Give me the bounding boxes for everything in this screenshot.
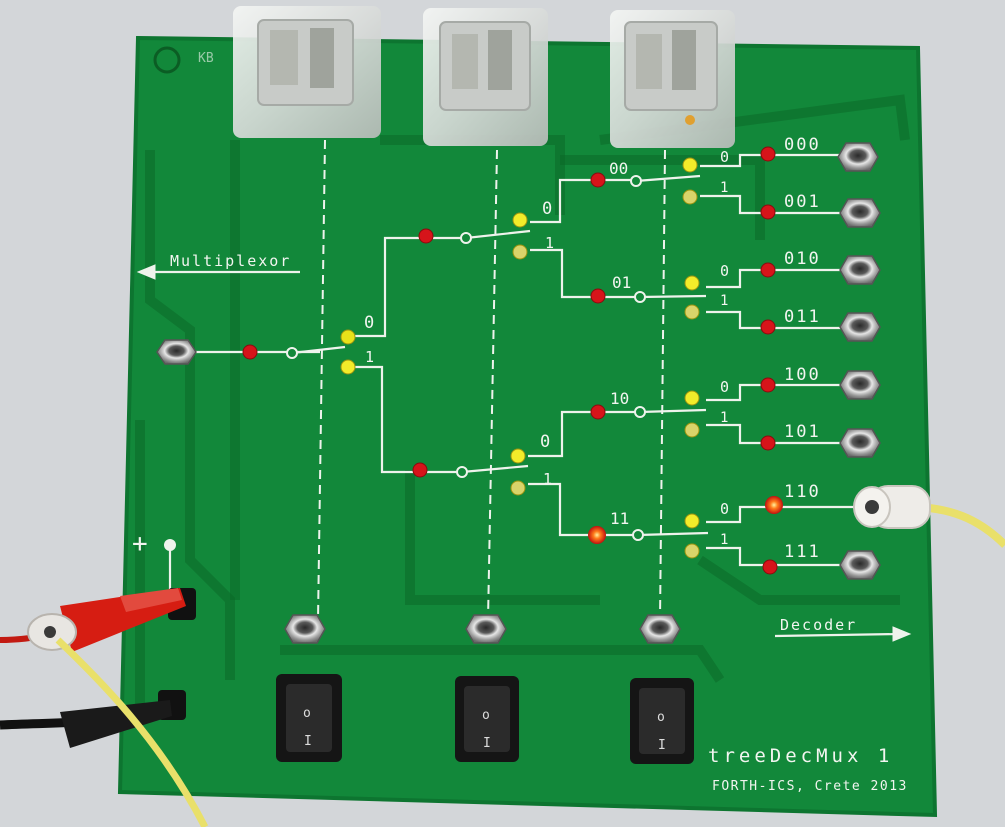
- switch-2-o: o: [482, 708, 490, 723]
- switch-1-i: I: [304, 734, 312, 749]
- board-credit: FORTH-ICS, Crete 2013: [712, 779, 908, 794]
- switch-3-o: o: [657, 710, 665, 725]
- multiplexor-label: Multiplexor: [170, 252, 291, 270]
- board-title: treeDecMux 1: [708, 745, 893, 767]
- led-red: [760, 204, 776, 220]
- output-jack-011: [839, 312, 881, 342]
- mid-label-10: 10: [610, 389, 629, 408]
- switch-pivots: [286, 175, 646, 541]
- led-red: [242, 344, 258, 360]
- output-jack-111: [839, 550, 881, 580]
- select-jack-1: [284, 614, 326, 644]
- led-red: [590, 288, 606, 304]
- s3-zero-d: 0: [720, 500, 729, 518]
- stage2b-one: 1: [543, 470, 552, 488]
- output-jack-001: [839, 198, 881, 228]
- output-label-010: 010: [784, 249, 821, 269]
- output-label-000: 000: [784, 135, 821, 155]
- output-label-100: 100: [784, 365, 821, 385]
- relay-1: [233, 6, 381, 138]
- s3-one-d: 1: [720, 532, 728, 548]
- switch-2-i: I: [483, 736, 491, 751]
- output-jack-101: [839, 428, 881, 458]
- s3-zero-c: 0: [720, 378, 729, 396]
- led-red: [760, 435, 776, 451]
- jacks[interactable]: [156, 142, 881, 644]
- s3-one-a: 1: [720, 180, 728, 196]
- output-jack-010: [839, 255, 881, 285]
- select-jack-3: [639, 614, 681, 644]
- stage2a-one: 1: [545, 234, 554, 252]
- rocker-switch-3: [630, 678, 694, 764]
- relay-2: [423, 8, 548, 146]
- rocker-switches[interactable]: [276, 674, 694, 764]
- input-jack: [156, 339, 197, 365]
- led-red: [760, 377, 776, 393]
- power-cables: [0, 588, 209, 827]
- led-lit: [588, 526, 606, 544]
- led-red: [762, 559, 778, 575]
- kb-mark: KB: [198, 51, 214, 66]
- led-red: [412, 462, 428, 478]
- led-lit: [765, 496, 783, 514]
- mid-label-01: 01: [612, 273, 631, 292]
- led-red: [590, 172, 606, 188]
- led-red: [590, 404, 606, 420]
- power-plus-label: +: [132, 529, 148, 559]
- s3-zero-a: 0: [720, 148, 729, 166]
- s3-one-b: 1: [720, 293, 728, 309]
- switch-3-i: I: [658, 738, 666, 753]
- led-red: [760, 262, 776, 278]
- rocker-switch-2: [455, 676, 519, 762]
- relay-3: [610, 10, 735, 148]
- mid-label-00: 00: [609, 159, 628, 178]
- output-label-111: 111: [784, 542, 821, 562]
- output-jack-100: [839, 370, 881, 400]
- rocker-switch-1: [276, 674, 342, 762]
- decoder-label: Decoder: [780, 616, 857, 634]
- s3-one-c: 1: [720, 410, 728, 426]
- silk-arrows: [136, 264, 912, 642]
- probe-cable: [853, 485, 1005, 548]
- output-label-011: 011: [784, 307, 821, 327]
- select-jack-2: [465, 614, 507, 644]
- stage2a-zero: 0: [542, 199, 552, 219]
- switch-1-o: o: [303, 706, 311, 721]
- output-label-001: 001: [784, 192, 821, 212]
- output-label-101: 101: [784, 422, 821, 442]
- output-jack-000: [837, 142, 879, 172]
- output-label-110: 110: [784, 482, 821, 502]
- silk-text: Multiplexor Decoder treeDecMux 1 FORTH-I…: [132, 51, 908, 794]
- stage2b-zero: 0: [540, 432, 550, 452]
- led-red: [418, 228, 434, 244]
- led-red: [760, 319, 776, 335]
- stage1-zero: 0: [364, 313, 374, 333]
- s3-zero-b: 0: [720, 262, 729, 280]
- leds: [242, 146, 783, 575]
- mid-label-11: 11: [610, 509, 629, 528]
- stage1-one: 1: [365, 348, 374, 366]
- led-red: [760, 146, 776, 162]
- mounting-mark: [153, 46, 181, 74]
